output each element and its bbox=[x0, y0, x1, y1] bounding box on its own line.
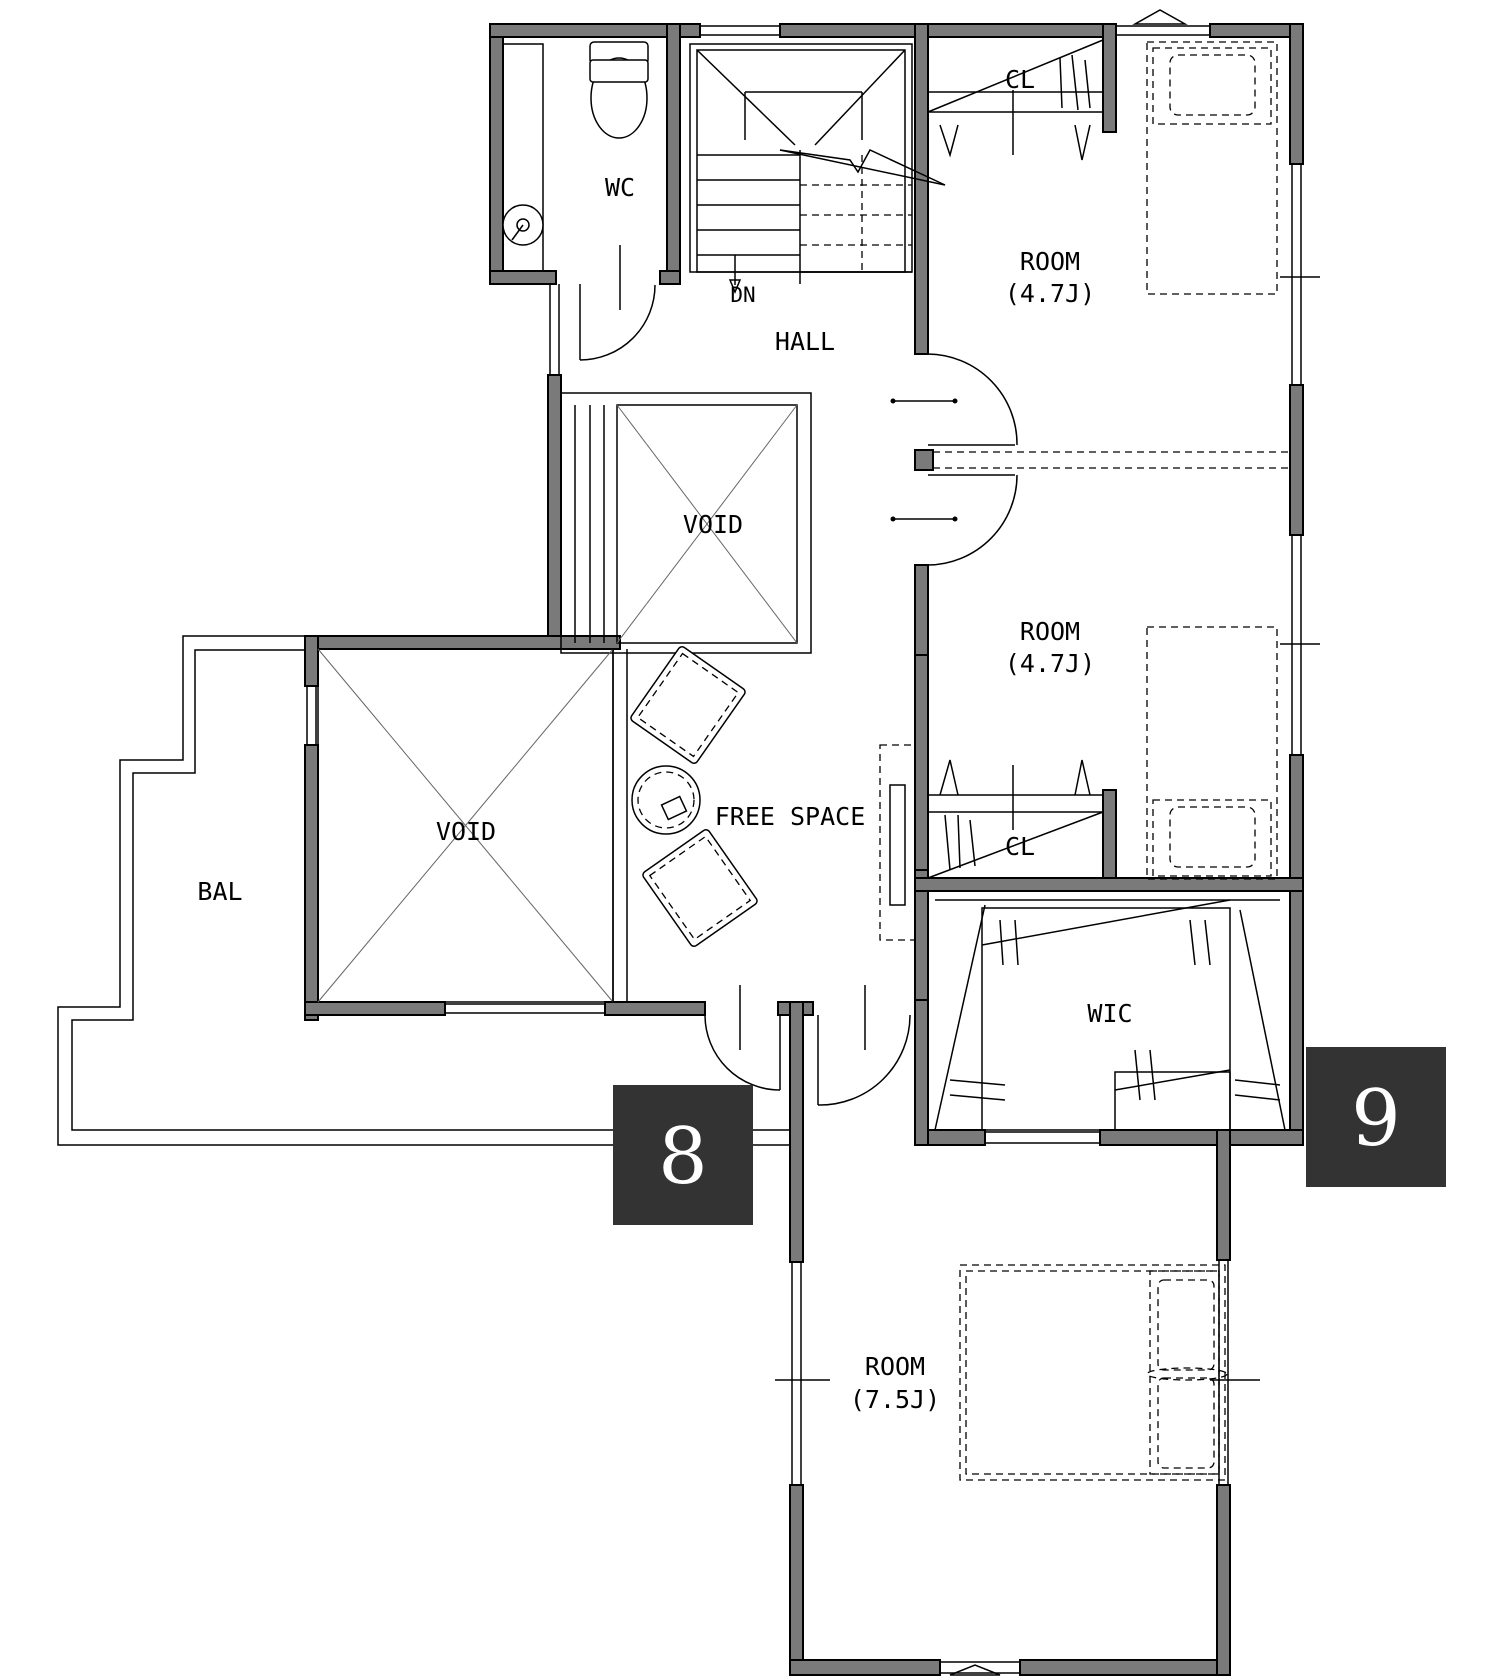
room-doors bbox=[890, 353, 1018, 566]
label-stairs-dn: DN bbox=[730, 283, 755, 307]
hall-bottom-doors bbox=[704, 985, 911, 1106]
label-room-bottom-size: (7.5J) bbox=[850, 1385, 940, 1414]
label-room-top-size: (4.7J) bbox=[1005, 279, 1095, 308]
wic-fixtures bbox=[934, 899, 1286, 1131]
stairs bbox=[689, 43, 946, 294]
closet-mid-fixtures bbox=[927, 759, 1104, 879]
label-wc: WC bbox=[605, 173, 635, 202]
windows bbox=[306, 9, 1320, 1676]
marker-9-text: 9 bbox=[1351, 1074, 1401, 1164]
void-small bbox=[560, 392, 812, 654]
label-void-small: VOID bbox=[683, 510, 743, 539]
balcony-outline bbox=[57, 635, 800, 1146]
label-bal: BAL bbox=[197, 877, 242, 906]
wc-fixtures bbox=[502, 41, 656, 361]
room-divider bbox=[914, 444, 1290, 476]
marker-badge-8: 8 bbox=[613, 1085, 753, 1225]
closet-top-fixtures bbox=[927, 39, 1104, 161]
label-room-mid-size: (4.7J) bbox=[1005, 649, 1095, 678]
room-labels: WC HALL DN VOID VOID BAL FREE SPACE ROOM… bbox=[197, 65, 1132, 1414]
label-room-bottom: ROOM bbox=[865, 1352, 925, 1381]
beds-top-rooms bbox=[1146, 41, 1278, 880]
label-closet-top: CL bbox=[1005, 65, 1035, 94]
label-hall: HALL bbox=[775, 327, 835, 356]
label-room-top: ROOM bbox=[1020, 247, 1080, 276]
label-wic: WIC bbox=[1087, 999, 1132, 1028]
marker-badge-9: 9 bbox=[1306, 1047, 1446, 1187]
free-space-furniture bbox=[630, 646, 916, 947]
walls bbox=[304, 23, 1304, 1676]
label-free-space: FREE SPACE bbox=[715, 802, 866, 831]
label-closet-mid: CL bbox=[1005, 832, 1035, 861]
label-void-large: VOID bbox=[436, 817, 496, 846]
label-room-mid: ROOM bbox=[1020, 617, 1080, 646]
bed-bottom-room bbox=[959, 1264, 1228, 1481]
void-large bbox=[317, 648, 628, 1003]
marker-8-text: 8 bbox=[658, 1112, 708, 1202]
